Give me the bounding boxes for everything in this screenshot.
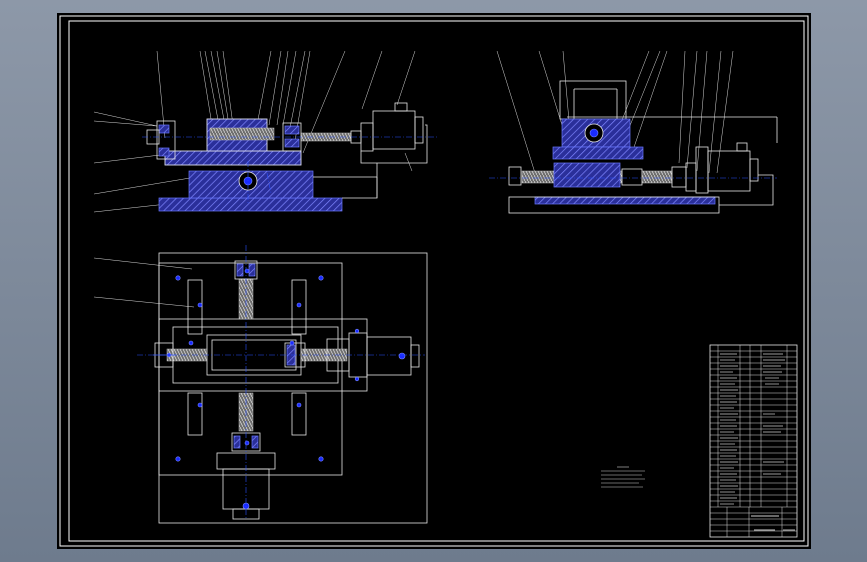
guide-rail-right xyxy=(291,279,307,335)
motor-connector xyxy=(394,102,408,112)
parts-list-entries xyxy=(720,353,785,505)
side-leaders xyxy=(496,50,734,174)
side-lower-slide xyxy=(552,146,644,160)
cad-viewport[interactable] xyxy=(57,13,811,549)
left-end-block xyxy=(156,120,176,160)
guide-rail-left xyxy=(187,279,203,335)
front-section-view xyxy=(93,50,437,213)
base-plate xyxy=(158,197,343,212)
top-view-outline xyxy=(158,252,428,524)
title-block xyxy=(709,344,798,538)
upper-frame xyxy=(559,80,627,120)
side-nut-block xyxy=(553,162,621,188)
technical-notes xyxy=(599,465,647,493)
drawing-outer-border xyxy=(59,15,809,547)
title-area xyxy=(710,507,797,537)
drawing-inner-border xyxy=(68,20,805,542)
side-coupling xyxy=(671,166,687,188)
parts-list-grid xyxy=(710,345,797,508)
mounting-holes xyxy=(166,268,360,462)
screw-thread xyxy=(209,127,275,141)
side-stepper-motor xyxy=(707,150,751,192)
top-view-leaders xyxy=(93,257,195,308)
side-motor-flange xyxy=(695,146,709,194)
stepper-motor xyxy=(372,110,416,150)
part-leaders-top xyxy=(156,50,416,154)
side-section-view xyxy=(489,50,778,214)
side-end-block xyxy=(508,166,522,186)
drawing-canvas xyxy=(59,15,809,547)
side-base-plate xyxy=(534,196,716,205)
top-view xyxy=(93,245,428,524)
upper-carriage xyxy=(164,150,302,166)
